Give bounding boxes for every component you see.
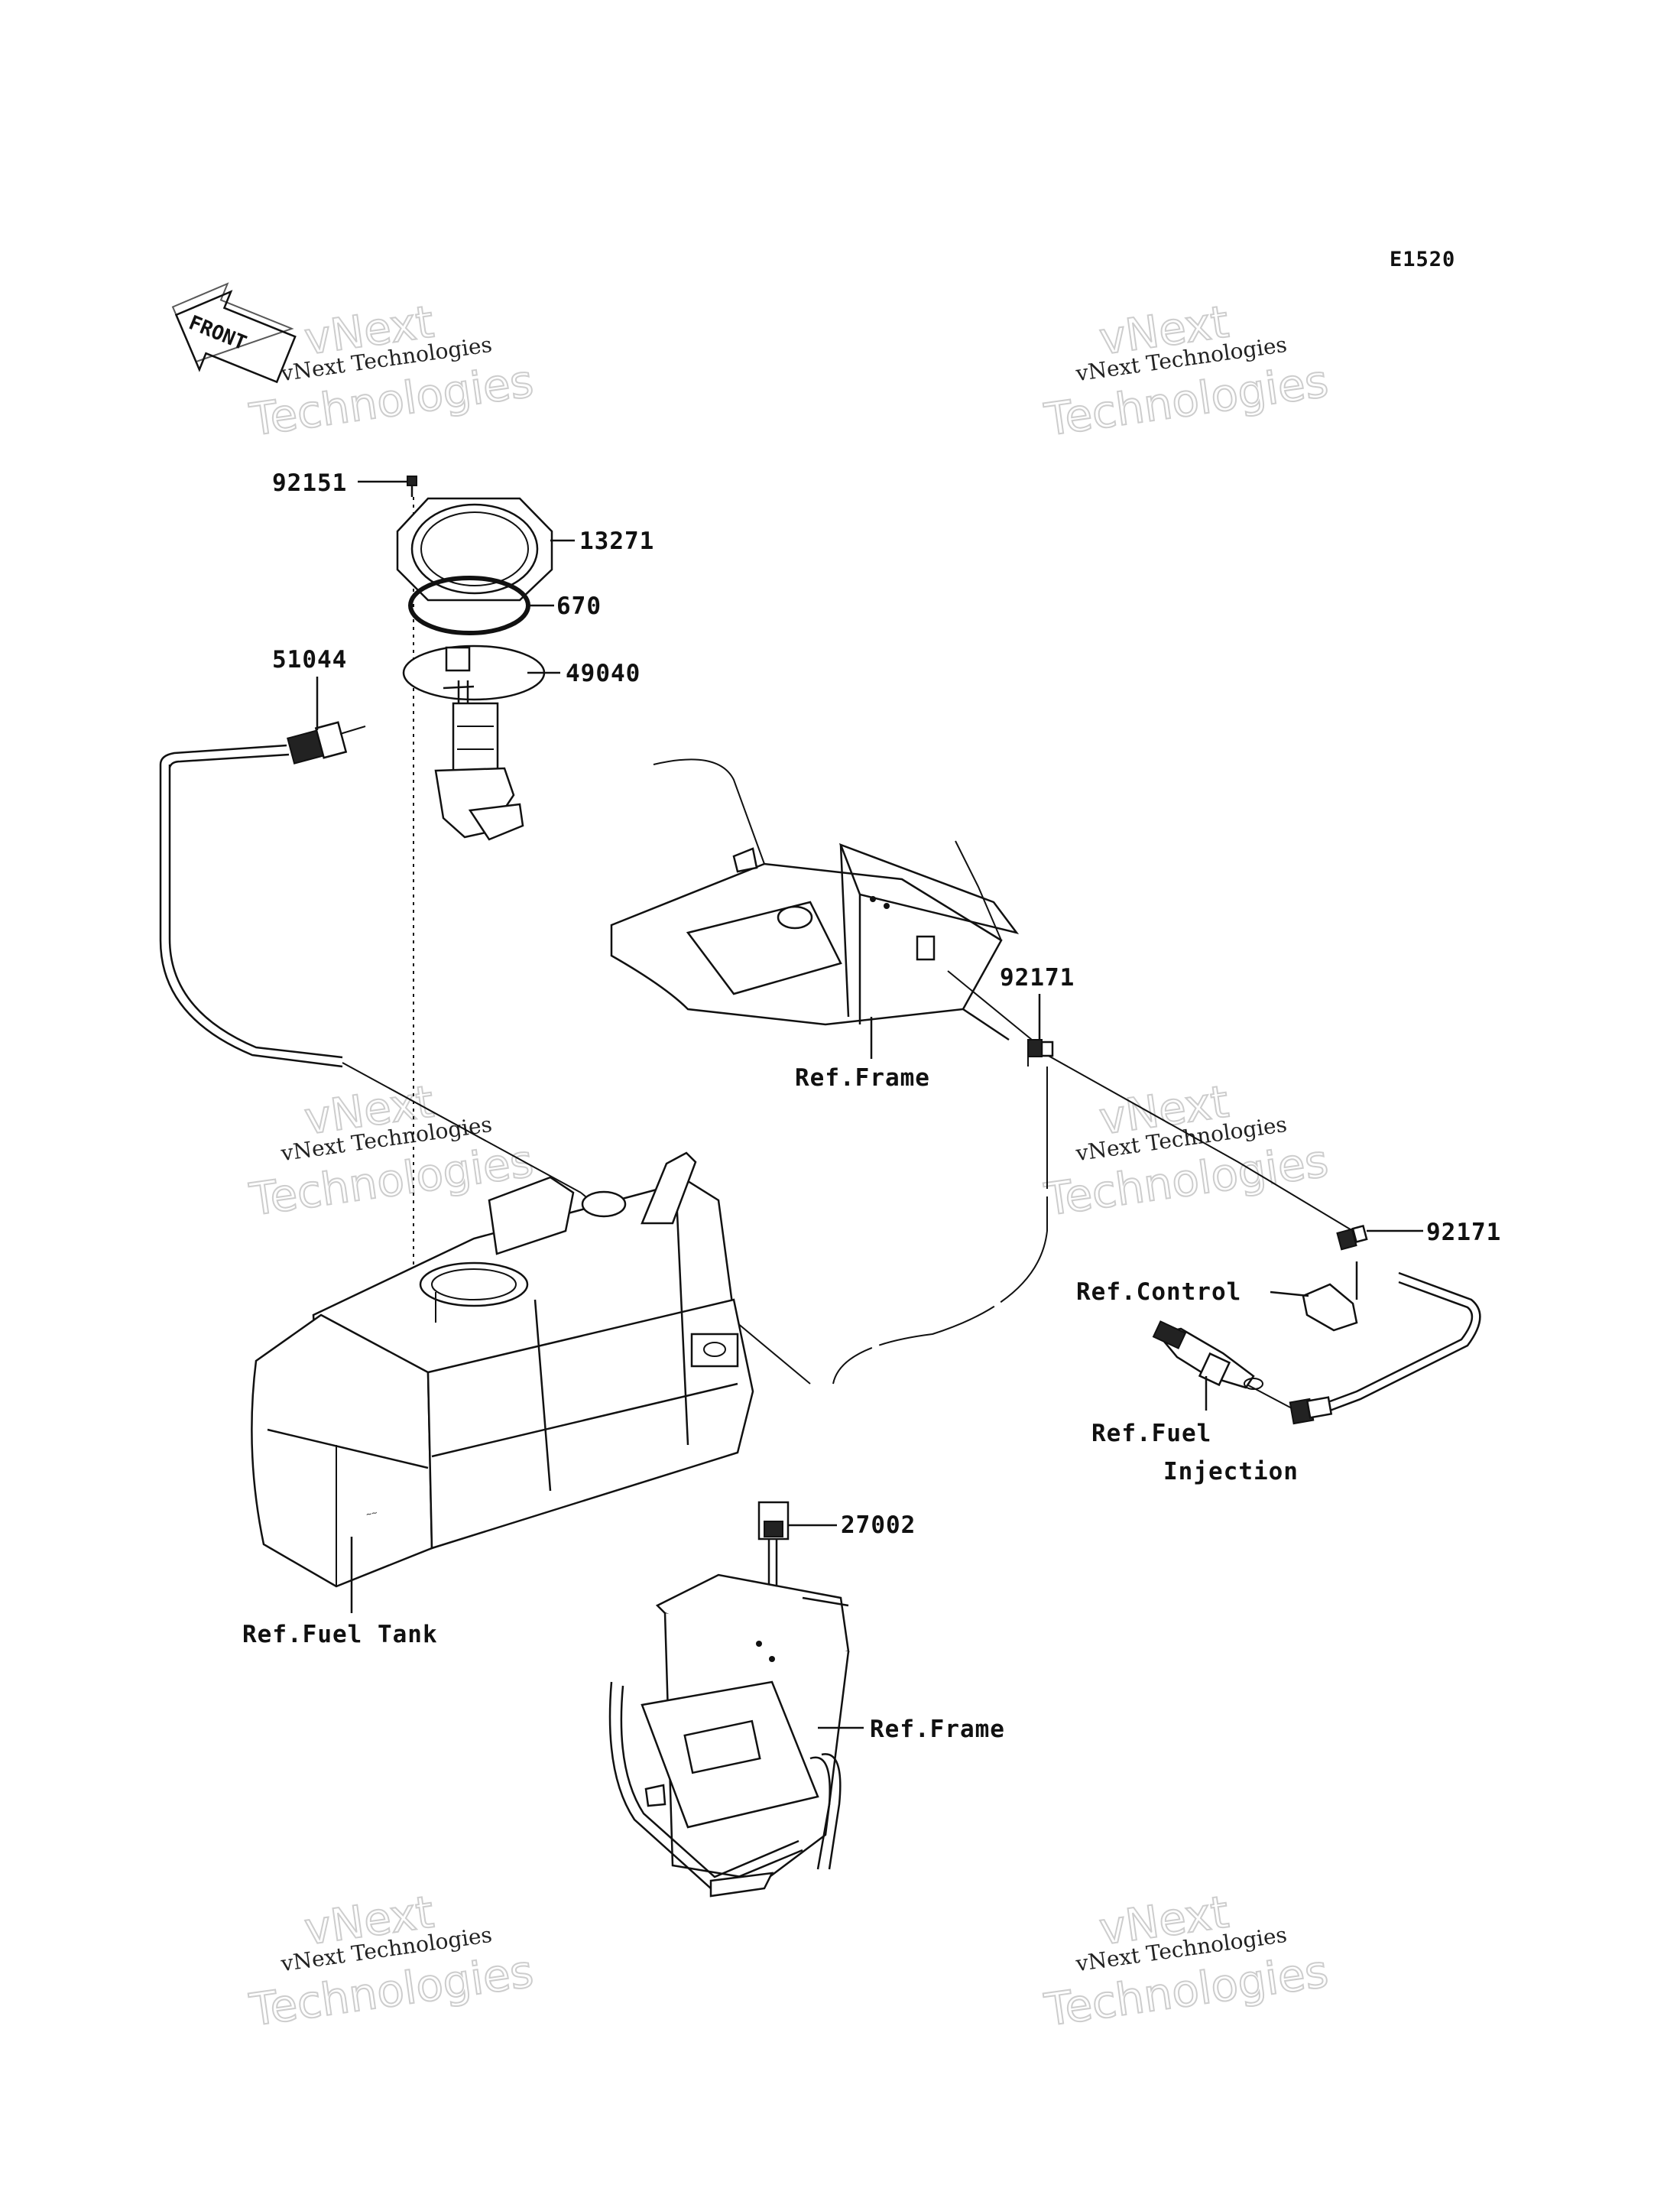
- wire-2: [1046, 1054, 1354, 1232]
- fuel-hose-right: [1237, 1271, 1481, 1425]
- callout-49040: 49040: [566, 660, 641, 687]
- relay-27002: [757, 1501, 790, 1590]
- callout-13271: 13271: [579, 528, 654, 555]
- fuel-hose-51044: [159, 721, 366, 1068]
- ref-fuel-tank: Ref.Fuel Tank: [242, 1621, 438, 1648]
- plate-13271: [396, 497, 553, 602]
- ref-frame-top: Ref.Frame: [795, 1064, 930, 1092]
- ref-fuel-injection-line1: Ref.Fuel: [1091, 1420, 1211, 1447]
- watermark-mid-left: vNext vNext Technologies Technologies: [245, 1074, 537, 1226]
- ref-fuel-injection-line2: Injection: [1163, 1458, 1299, 1485]
- bolt-92151: [407, 476, 417, 497]
- wire-3: [832, 1067, 1048, 1385]
- fuel-tank: ~~: [251, 1151, 754, 1588]
- callout-92171-upper: 92171: [1000, 964, 1075, 992]
- front-arrow-icon: FRONT: [171, 282, 297, 384]
- callout-92151: 92151: [272, 469, 347, 497]
- ref-control: Ref.Control: [1076, 1278, 1241, 1306]
- fuel-pump-49040: [402, 644, 546, 841]
- leader-ref-control: [1270, 1291, 1309, 1297]
- watermark-top-left: vNext vNext Technologies Technologies: [245, 294, 537, 446]
- clamp-92171-right: [1336, 1224, 1368, 1251]
- callout-27002: 27002: [841, 1511, 916, 1539]
- watermark-mid-right: vNext vNext Technologies Technologies: [1040, 1074, 1331, 1226]
- hose-route-line: [342, 1062, 582, 1193]
- control-bracket: [1302, 1261, 1358, 1332]
- wire-1: [947, 970, 1033, 1041]
- watermark-bottom-right: vNext vNext Technologies Technologies: [1040, 1885, 1331, 2037]
- callout-670: 670: [556, 593, 602, 620]
- clamp-92171-upper: [1027, 1039, 1054, 1067]
- fuel-injector: [1152, 1320, 1263, 1390]
- diagram-code: E1520: [1390, 248, 1455, 271]
- watermark-bottom-left: vNext vNext Technologies Technologies: [245, 1885, 537, 2037]
- frame-upper: [610, 758, 1020, 1041]
- watermark-top-right: vNext vNext Technologies Technologies: [1040, 294, 1331, 446]
- callout-92171-right: 92171: [1426, 1219, 1501, 1246]
- frame-lower: [608, 1573, 850, 1898]
- svg-text:~~: ~~: [365, 1507, 378, 1520]
- callout-51044: 51044: [272, 646, 347, 674]
- ref-frame-bottom: Ref.Frame: [870, 1716, 1005, 1743]
